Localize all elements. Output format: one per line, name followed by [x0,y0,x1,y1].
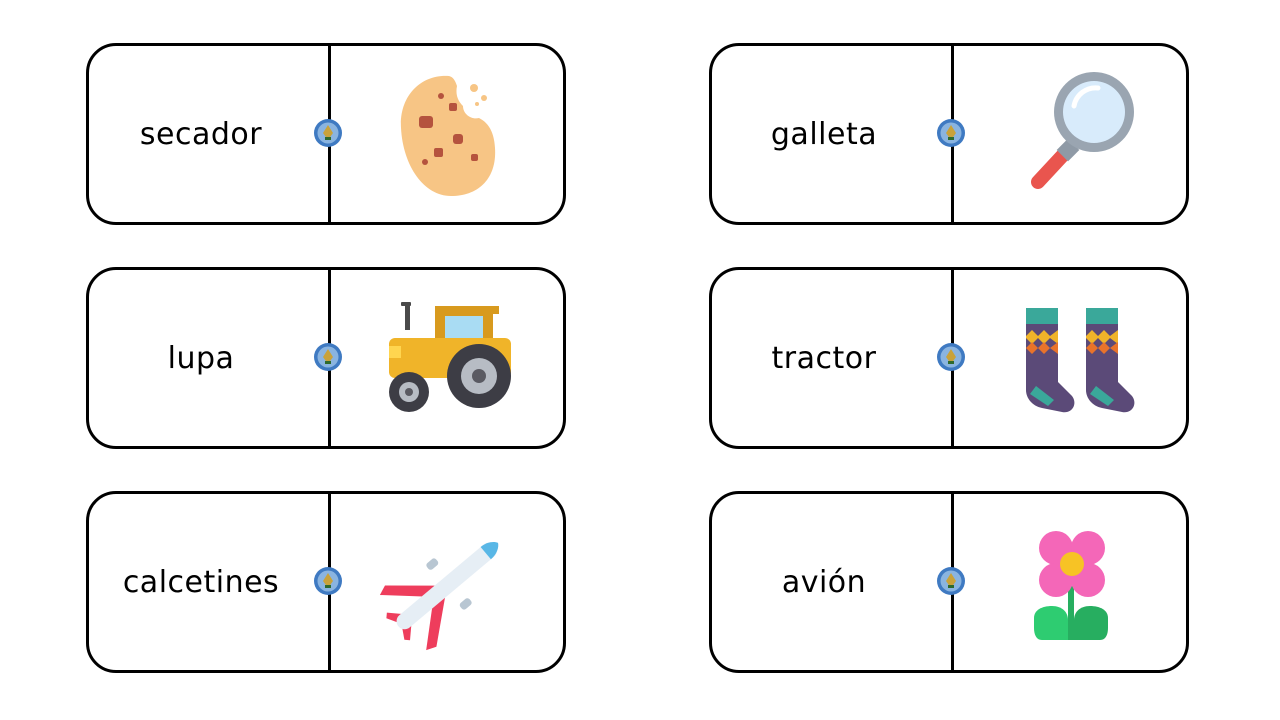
domino-card: avión [709,491,1189,673]
socks-icon [1002,290,1142,430]
flower-icon [1002,514,1142,654]
tractor-icon [379,290,519,430]
card-word: calcetines [122,564,280,600]
domino-card: lupa [86,267,566,449]
card-word: secador [139,116,263,152]
cookie-icon [379,66,519,206]
card-word: avión [781,564,867,600]
school-seal-icon [313,342,343,372]
card-word: lupa [167,340,235,376]
school-seal-icon [313,566,343,596]
school-seal-icon [936,342,966,372]
domino-card: galleta [709,43,1189,225]
school-seal-icon [936,566,966,596]
card-word: tractor [771,340,877,376]
card-word: galleta [770,116,878,152]
magnifying-glass-icon [1002,66,1142,206]
school-seal-icon [313,118,343,148]
domino-card: secador [86,43,566,225]
airplane-icon [379,514,519,654]
domino-card: calcetines [86,491,566,673]
domino-card: tractor [709,267,1189,449]
school-seal-icon [936,118,966,148]
